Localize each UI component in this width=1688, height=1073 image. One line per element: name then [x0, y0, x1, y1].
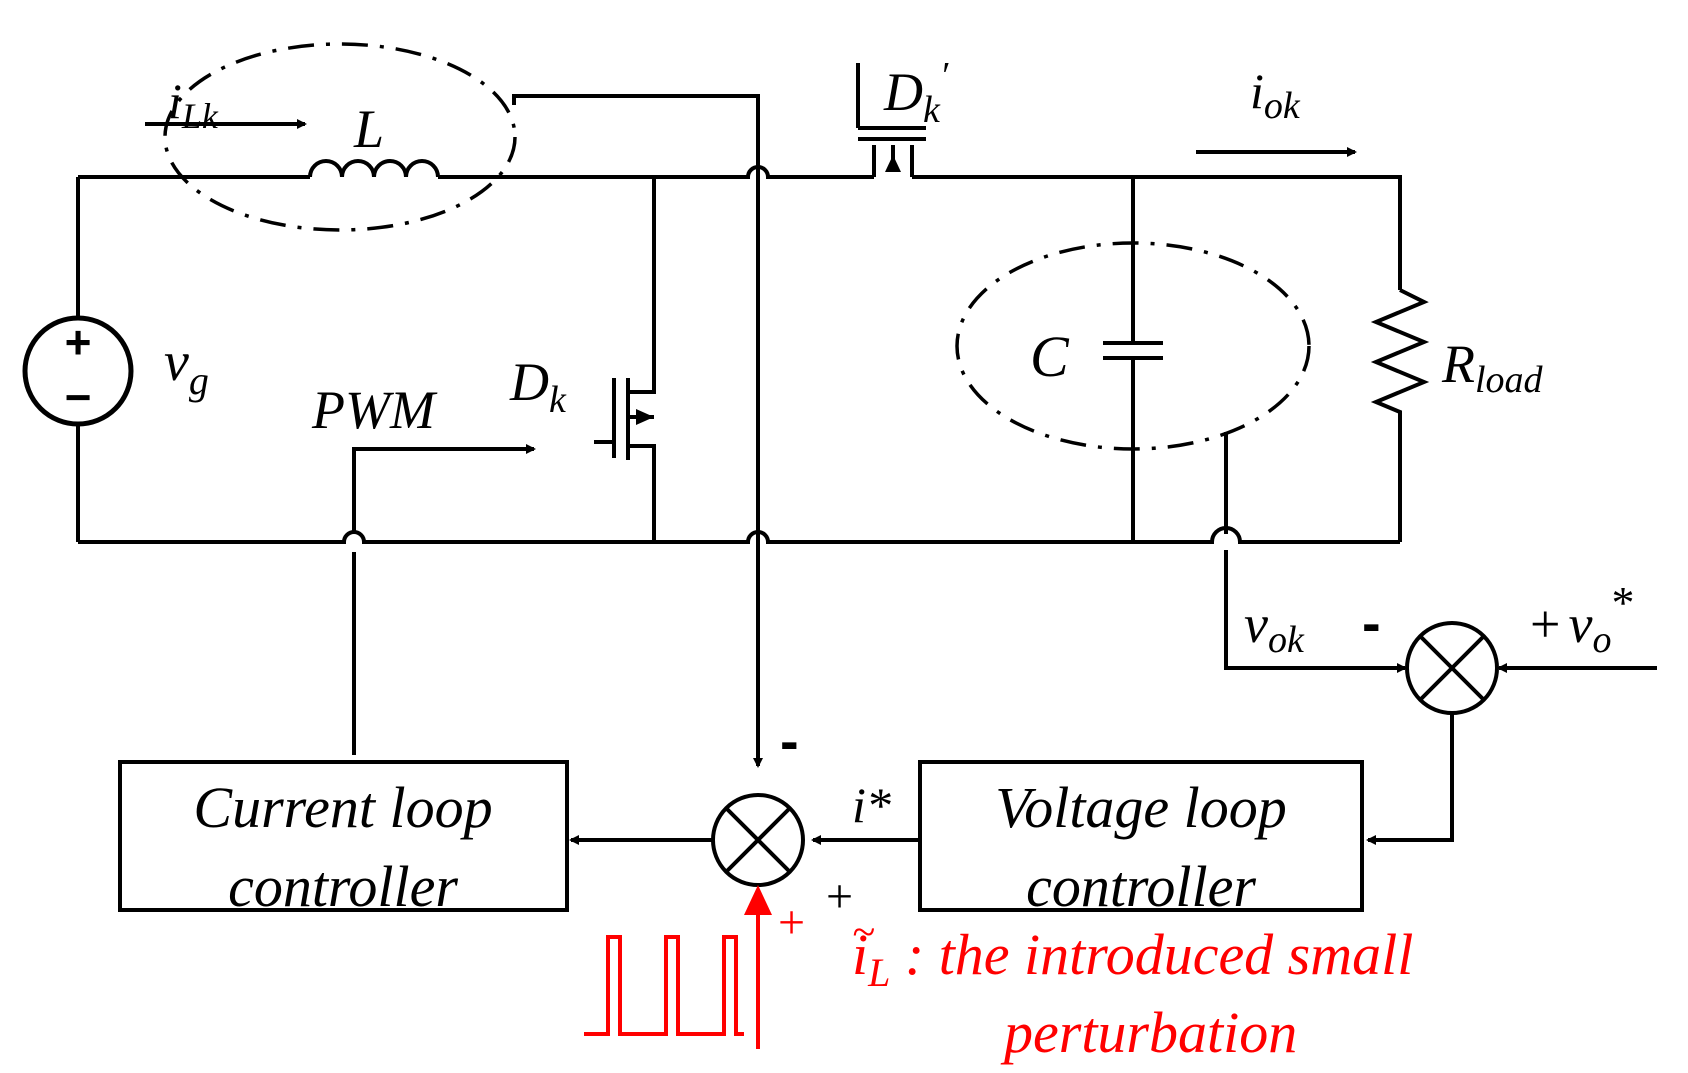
source-minus-sign: − — [65, 371, 92, 423]
voltage-loop-controller-block — [918, 760, 1364, 912]
perturbation-label-line1: iL : the introduced small — [852, 922, 1413, 995]
perturbation-tilde: ~ — [852, 910, 875, 956]
lower-switch-drain-wire — [628, 177, 656, 394]
current-sense-wire — [512, 94, 763, 768]
lower-switch-label: Dk — [509, 352, 567, 421]
capacitor-label: C — [1030, 324, 1070, 389]
top-switch-label: Dk′ — [883, 55, 949, 131]
current-loop-controller-block — [118, 760, 569, 912]
current-loop-controller-line1: Current loop — [193, 775, 492, 840]
voltage-loop-controller-line2: controller — [1026, 854, 1256, 919]
vok-minus-sign: - — [1362, 591, 1381, 654]
lower-switch-source-wire — [628, 444, 656, 542]
perturbation-label-line2: perturbation — [1000, 1000, 1297, 1065]
iLk-label: iLk — [168, 73, 219, 136]
pwm-label: PWM — [311, 380, 438, 440]
top-switch-gate — [856, 63, 926, 130]
iok-label: iok — [1250, 63, 1301, 127]
vg-label: vg — [164, 331, 209, 403]
capacitor-plates — [1103, 341, 1163, 360]
voltage-source-vg — [22, 315, 134, 427]
voltage-loop-controller-line1: Voltage loop — [995, 775, 1287, 840]
reference-plus-sign: + — [826, 870, 853, 923]
top-rail-mid-wire — [438, 165, 874, 179]
vok-sense-wire — [1224, 432, 1405, 668]
inductor-highlight-ellipse — [163, 42, 517, 232]
inductor-L — [308, 159, 440, 178]
perturbation-pulse-waveform — [584, 935, 744, 1036]
top-rail-right-wire — [912, 175, 1402, 290]
vo-ref-label: +vo* — [1530, 577, 1634, 661]
load-resistor-label: Rload — [1441, 334, 1544, 401]
vok-label: vok — [1244, 594, 1305, 661]
lower-switch-gate — [594, 378, 616, 458]
capacitor-highlight-ellipse — [955, 241, 1311, 451]
inductor-label: L — [353, 99, 384, 159]
voltage-summing-junction — [1405, 621, 1499, 715]
perturbation-arrowhead — [744, 885, 772, 915]
current-summing-junction — [711, 793, 805, 887]
bottom-rail-wire — [78, 526, 1400, 544]
current-reference-label: i* — [852, 777, 891, 833]
voltage-error-wire — [1366, 713, 1454, 845]
current-feedback-minus-sign: - — [780, 709, 799, 772]
pwm-wire — [352, 449, 534, 755]
current-loop-controller-line2: controller — [228, 854, 458, 919]
perturbation-plus-sign: + — [778, 896, 805, 949]
source-plus-sign: + — [65, 316, 92, 368]
load-resistor — [1370, 288, 1430, 542]
